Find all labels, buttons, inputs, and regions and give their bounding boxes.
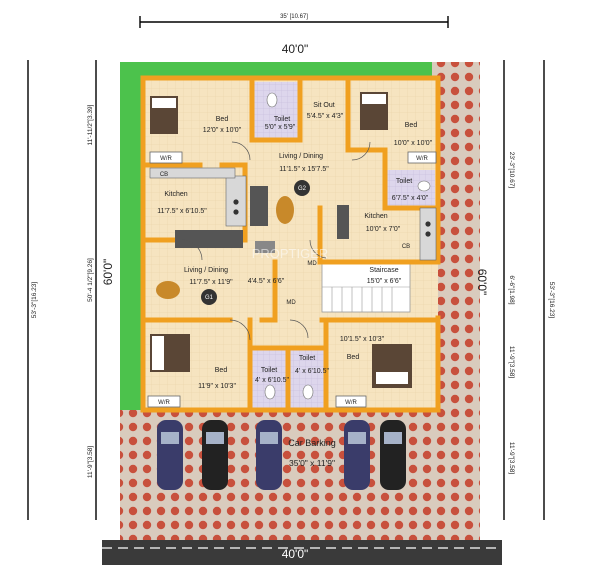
kitchen-left-size: 11'7.5" x 6'10.5" bbox=[157, 208, 207, 215]
bed-tr-size: 10'0" x 10'0" bbox=[394, 140, 433, 147]
staircase-steps bbox=[321, 261, 411, 313]
toilet-bl-name: Toilet bbox=[261, 367, 277, 374]
watermark: PROPTIGER bbox=[252, 246, 329, 261]
cb-label-left: CB bbox=[160, 172, 168, 178]
cb-label-right: CB bbox=[402, 244, 410, 250]
wardrobes bbox=[147, 151, 437, 408]
passage-size: 4'4.5" x 6'6" bbox=[248, 278, 285, 285]
sitout-size: 5'4.5" x 4'3" bbox=[307, 113, 344, 120]
kitchen-right-size: 10'0" x 7'0" bbox=[366, 226, 401, 233]
left-mid-dim: 50'-4 1/2"[9.26] bbox=[87, 258, 94, 302]
bed-bl-name: Bed bbox=[215, 367, 228, 374]
wr-label-tl: W/R bbox=[160, 156, 172, 162]
right-height-label: 60'0" bbox=[475, 269, 489, 296]
living1-name: Living / Dining bbox=[184, 267, 228, 274]
kitchen-right-name: Kitchen bbox=[364, 213, 387, 220]
unit-tags bbox=[201, 180, 310, 305]
staircase-size: 15'0" x 6'6" bbox=[367, 278, 402, 285]
bed-furniture bbox=[150, 92, 412, 388]
living1-tag: G1 bbox=[205, 295, 214, 301]
wr-label-br: W/R bbox=[345, 400, 357, 406]
sitout-name: Sit Out bbox=[313, 102, 334, 109]
toilet-tl-size: 5'0" x 5'9" bbox=[265, 124, 296, 131]
bottom-width-label: 40'0" bbox=[282, 547, 309, 561]
kitchen-left-name: Kitchen bbox=[164, 191, 187, 198]
dimension-lines bbox=[27, 16, 545, 520]
bed-br-name: Bed bbox=[347, 354, 360, 361]
toilet-tr-size: 6'7.5" x 4'0" bbox=[392, 195, 429, 202]
toilet-tr-name: Toilet bbox=[396, 178, 412, 185]
parking-size: 35'0" x 11'9" bbox=[289, 458, 335, 468]
right-bottom-dim: 11'-9"[3.58] bbox=[508, 442, 515, 475]
living-furniture bbox=[156, 186, 349, 299]
stoves bbox=[233, 199, 431, 237]
wr-label-tr: W/R bbox=[416, 156, 428, 162]
bed-br-size: 10'1.5" x 10'3" bbox=[340, 336, 385, 343]
left-total-dim: 53'-3"[16.23] bbox=[31, 282, 38, 319]
staircase-name: Staircase bbox=[369, 267, 398, 274]
md-label-2: MD bbox=[286, 300, 296, 306]
parked-cars bbox=[157, 420, 406, 490]
toilet-bm-name: Toilet bbox=[299, 355, 315, 362]
wr-label-bl: W/R bbox=[158, 400, 170, 406]
top-dimension-label: 35' [10.67] bbox=[280, 14, 308, 20]
toilet-tl-name: Toilet bbox=[274, 116, 290, 123]
living2-size: 11'1.5" x 15'7.5" bbox=[279, 166, 329, 173]
parking-name: Car Barking bbox=[288, 438, 336, 448]
bed-bl-size: 11'9" x 10'3" bbox=[198, 383, 236, 390]
right-total-dim: 53'-3"[16.23] bbox=[548, 282, 555, 319]
toilet-tl-floor bbox=[254, 82, 298, 140]
toilet-fixtures bbox=[264, 92, 431, 400]
living1-size: 11'7.5" x 11'9" bbox=[189, 279, 233, 286]
door-swings bbox=[181, 141, 371, 341]
top-width-label: 40'0" bbox=[282, 42, 309, 56]
living2-tag: G2 bbox=[298, 186, 307, 192]
right-lower-dim: 11'-9"[3.58] bbox=[508, 346, 515, 379]
left-height-label: 60'0" bbox=[101, 259, 115, 286]
toilet-bm-size: 4' x 6'10.5" bbox=[295, 368, 329, 375]
bed-tl-name: Bed bbox=[216, 116, 229, 123]
toilet-bl-size: 4' x 6'10.5" bbox=[255, 377, 289, 384]
right-top-dim: 23'-3"[10.67] bbox=[508, 152, 515, 189]
bed-tl-size: 12'0" x 10'0" bbox=[203, 127, 242, 134]
living2-name: Living / Dining bbox=[279, 153, 323, 160]
road bbox=[102, 540, 502, 565]
bed-tr-name: Bed bbox=[405, 122, 418, 129]
left-bottom-dim: 11'-9"[3.58] bbox=[87, 446, 94, 479]
right-mid-dim: 6'-6"[1.98] bbox=[508, 275, 515, 304]
md-label-1: MD bbox=[307, 261, 317, 267]
left-top-dim: 11'-11/2"[3.39] bbox=[87, 104, 94, 145]
